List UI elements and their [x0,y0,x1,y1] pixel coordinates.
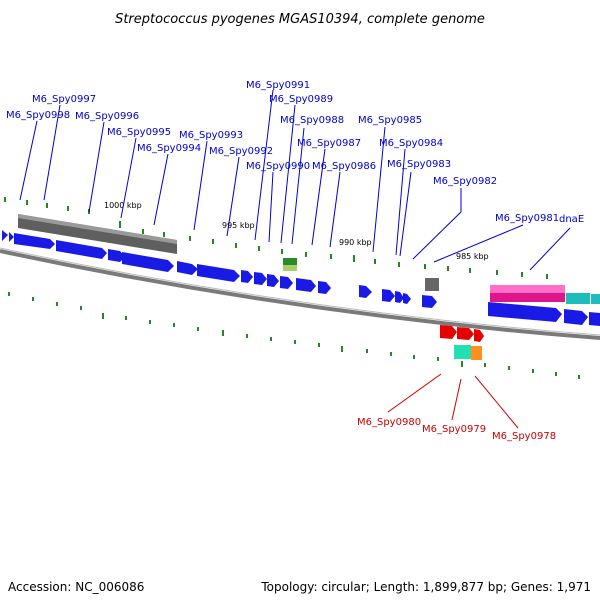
cyan-feature [566,293,590,304]
label-m6-spy0991[interactable]: M6_Spy0991 [246,80,310,91]
label-m6-spy0982[interactable]: M6_Spy0982 [433,176,497,187]
accession-text: Accession: NC_006086 [8,580,145,594]
label-dnae[interactable]: dnaE [559,214,584,225]
label-m6-spy0980[interactable]: M6_Spy0980 [357,417,421,428]
scale-label-990: 990 kbp [339,238,372,247]
label-m6-spy0989[interactable]: M6_Spy0989 [269,94,333,105]
label-m6-spy0993[interactable]: M6_Spy0993 [179,130,243,141]
label-m6-spy0994[interactable]: M6_Spy0994 [137,143,201,154]
genome-summary-text: Topology: circular; Length: 1,899,877 bp… [261,580,591,594]
label-m6-spy0997[interactable]: M6_Spy0997 [32,94,96,105]
label-m6-spy0998[interactable]: M6_Spy0998 [6,110,70,121]
rna-feature-0979 [457,327,474,340]
label-m6-spy0996[interactable]: M6_Spy0996 [75,111,139,122]
scale-label-995: 995 kbp [222,221,255,230]
rna-feature-0980 [440,325,457,339]
scale-ticks-upper [4,197,548,279]
label-m6-spy0988[interactable]: M6_Spy0988 [280,115,344,126]
upper-leader-lines [19,89,571,271]
label-m6-spy0986[interactable]: M6_Spy0986 [312,161,376,172]
teal-feature [454,345,471,359]
scale-label-985: 985 kbp [456,252,489,261]
scale-ticks-lower [8,292,580,379]
genome-backbone [0,249,600,340]
pink-feature [490,285,565,293]
label-m6-spy0985[interactable]: M6_Spy0985 [358,115,422,126]
lower-leader-lines [387,373,519,429]
upper-labels: M6_Spy0998 M6_Spy0997 M6_Spy0996 M6_Spy0… [6,80,584,225]
label-m6-spy0987[interactable]: M6_Spy0987 [297,138,361,149]
label-m6-spy0981[interactable]: M6_Spy0981 [495,213,559,224]
grey-feature-small [425,278,439,291]
genome-backbone-highlight [0,247,600,336]
green-feature [283,258,297,265]
rna-feature-0978 [474,329,484,342]
label-m6-spy0992[interactable]: M6_Spy0992 [209,146,273,157]
map-title: Streptococcus pyogenes MGAS10394, comple… [115,12,485,27]
label-m6-spy0979[interactable]: M6_Spy0979 [422,424,486,435]
label-m6-spy0990[interactable]: M6_Spy0990 [246,161,310,172]
label-m6-spy0995[interactable]: M6_Spy0995 [107,127,171,138]
label-m6-spy0978[interactable]: M6_Spy0978 [492,431,556,442]
forward-gene-track [2,230,600,326]
label-m6-spy0983[interactable]: M6_Spy0983 [387,159,451,170]
orange-feature [471,346,482,360]
label-m6-spy0984[interactable]: M6_Spy0984 [379,138,443,149]
